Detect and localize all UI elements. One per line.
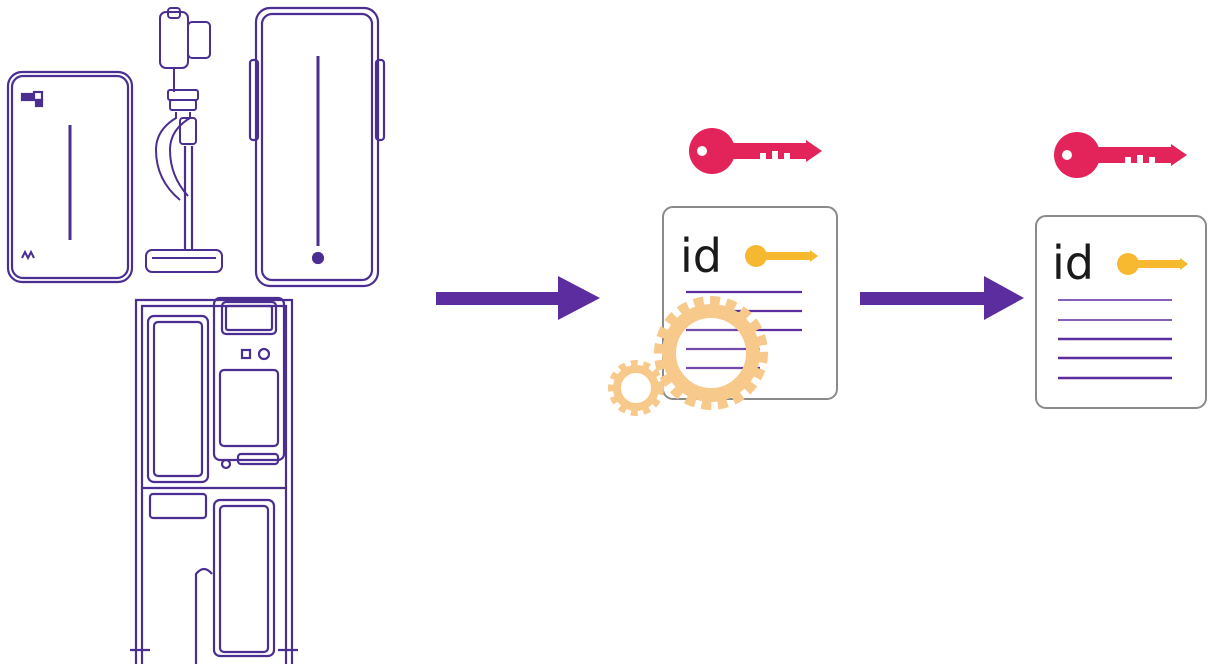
arrow-right-icon-2	[860, 276, 1024, 320]
red-key-icon	[689, 128, 822, 174]
yellow-key-icon	[745, 245, 818, 267]
document-id-label: id	[680, 229, 722, 283]
tall-cabinet-device-icon	[248, 6, 386, 288]
wall-unit-device-icon	[6, 70, 134, 284]
document-card-processing: id	[608, 206, 838, 416]
small-gear-icon	[608, 360, 664, 416]
document-lines-2	[1058, 299, 1172, 380]
document-card-final: id	[1035, 215, 1207, 409]
yellow-key-icon-2	[1117, 253, 1188, 275]
floor-system-device-icon	[130, 296, 298, 664]
dispenser-device-icon	[145, 7, 223, 273]
document-id-label-2: id	[1052, 236, 1094, 290]
red-key-icon-2	[1054, 132, 1187, 178]
large-gear-icon	[654, 296, 768, 410]
arrow-right-icon	[436, 276, 600, 320]
